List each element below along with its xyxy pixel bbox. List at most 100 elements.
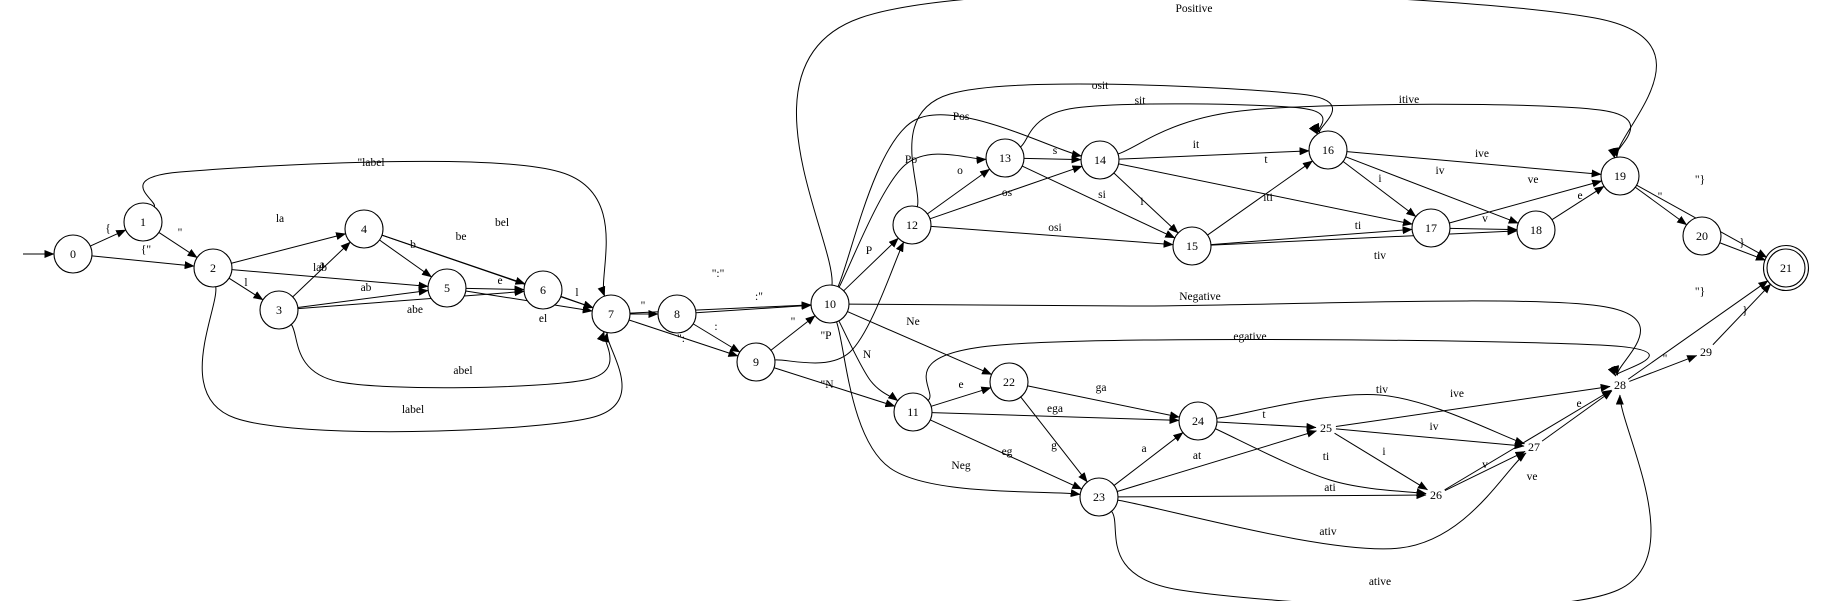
state-9-label: 9	[753, 355, 759, 369]
edge-15-to-17	[1210, 226, 1413, 246]
edge-label-5-to-6: e	[497, 275, 502, 287]
state-2-circle	[193, 248, 233, 288]
state-8-label: 8	[674, 307, 680, 321]
edge-12-to-13	[927, 168, 990, 215]
edge-25-to-28	[1335, 383, 1611, 428]
edge-label-25-to-26: i	[1382, 446, 1385, 458]
edge-22-to-24	[1027, 385, 1180, 420]
edge-label-2-to-5: lab	[313, 262, 327, 274]
edge-2-to-4	[231, 232, 347, 264]
state-13-label: 13	[999, 151, 1011, 165]
edge-label-7-to-8: "	[641, 300, 646, 312]
edge-10-to-22	[847, 311, 993, 375]
edge-label-25-to-27: iv	[1430, 421, 1439, 433]
edge-label-10-to-22: Ne	[906, 316, 919, 328]
state-20: 20	[1682, 216, 1722, 256]
edge-label-16-to-19: ive	[1475, 148, 1489, 160]
edge-3-to-4	[292, 241, 351, 298]
edge-label-17-to-18: v	[1482, 213, 1488, 225]
state-25-label: 25	[1320, 421, 1332, 435]
edge-3-to-5	[297, 287, 429, 309]
state-17-circle	[1411, 208, 1451, 248]
state-16: 16	[1308, 130, 1348, 170]
state-9-circle	[736, 342, 776, 382]
edge-2-to-5	[231, 269, 429, 290]
state-27: 27	[1528, 440, 1540, 454]
state-3: 3	[259, 290, 299, 330]
state-14-label: 14	[1094, 153, 1106, 167]
edge-4-to-5	[379, 239, 432, 278]
edge-label-11-to-23: eg	[1002, 446, 1013, 458]
edge-label-4-to-6: be	[456, 231, 467, 243]
edge-8-to-10	[695, 301, 812, 314]
state-23-label: 23	[1093, 490, 1105, 504]
state-22-circle	[989, 362, 1029, 402]
edge-0-to-1	[90, 229, 127, 247]
state-24-circle	[1178, 401, 1218, 441]
state-28: 28	[1614, 378, 1626, 392]
state-18-circle	[1516, 210, 1556, 250]
edge-23-to-27	[1117, 452, 1527, 550]
state-16-circle	[1308, 130, 1348, 170]
edge-label-7-to-10: ":"	[712, 268, 725, 280]
edge-10-to-12	[843, 237, 899, 292]
edge-label-8-to-10: :"	[755, 291, 763, 303]
state-20-circle	[1682, 216, 1722, 256]
state-10-circle	[810, 284, 850, 324]
edge-10-to-28	[848, 300, 1641, 376]
edge-label-23-to-28: ative	[1369, 576, 1391, 588]
edge-1-to-2	[158, 232, 198, 258]
edge-label-19-to-20: "	[1658, 191, 1663, 203]
edge-14-to-15	[1113, 172, 1179, 234]
edge-29-to-21	[1712, 283, 1772, 346]
state-27-label: 27	[1528, 440, 1540, 454]
edge-19-to-20	[1635, 186, 1688, 226]
edge-label-27-to-28: e	[1576, 398, 1581, 410]
edge-label-13-to-16: sit	[1135, 95, 1147, 107]
edge-26-to-28	[1444, 389, 1612, 491]
state-6-circle	[523, 270, 563, 310]
state-0: 0	[53, 234, 93, 274]
edge-label-10-to-13: Po	[905, 154, 917, 166]
edge-3-to-7	[290, 324, 611, 389]
edge-11-to-24	[931, 412, 1180, 425]
edge-label-1-to-7: "label	[357, 157, 384, 169]
edge-1-to-7	[142, 160, 607, 297]
edge-13-to-14	[1023, 155, 1082, 164]
state-24-label: 24	[1192, 414, 1204, 428]
state-18-label: 18	[1530, 223, 1542, 237]
state-3-label: 3	[276, 303, 282, 317]
edge-8-to-9	[692, 323, 741, 353]
state-26-label: 26	[1430, 488, 1442, 502]
state-21-circle	[1766, 248, 1806, 288]
edge-23-to-26	[1117, 491, 1427, 500]
state-5-circle	[427, 268, 467, 308]
state-22-label: 22	[1003, 375, 1015, 389]
state-5-label: 5	[444, 281, 450, 295]
state-9: 9	[736, 342, 776, 382]
edge-label-16-to-17: i	[1378, 173, 1381, 185]
state-4: 4	[344, 209, 384, 249]
state-14-circle	[1080, 140, 1120, 180]
edge-label-22-to-23: g	[1051, 440, 1057, 452]
edge-label-10-to-12: P	[866, 245, 872, 257]
state-5: 5	[427, 268, 467, 308]
edge-15-to-18	[1210, 227, 1518, 246]
state-12: 12	[892, 205, 932, 245]
state-29: 29	[1700, 345, 1712, 359]
state-4-label: 4	[361, 222, 367, 236]
edge-label-2-to-7: label	[402, 404, 424, 416]
state-7-circle	[591, 294, 631, 334]
edge-label-7-to-9: ":	[677, 333, 685, 345]
edge-label-29-to-21: }	[1742, 305, 1748, 317]
edge-label-12-to-16: osit	[1092, 80, 1109, 92]
edge-11-to-28	[925, 338, 1650, 401]
edge-22-to-23	[1020, 396, 1088, 483]
edge-label-10-to-23: Neg	[951, 460, 970, 472]
state-17: 17	[1411, 208, 1451, 248]
edge-label-23-to-24: a	[1141, 443, 1146, 455]
edge-28-to-21	[1627, 280, 1769, 380]
edge-label-22-to-24: ga	[1096, 382, 1107, 394]
edge-27-to-28	[1541, 390, 1613, 442]
